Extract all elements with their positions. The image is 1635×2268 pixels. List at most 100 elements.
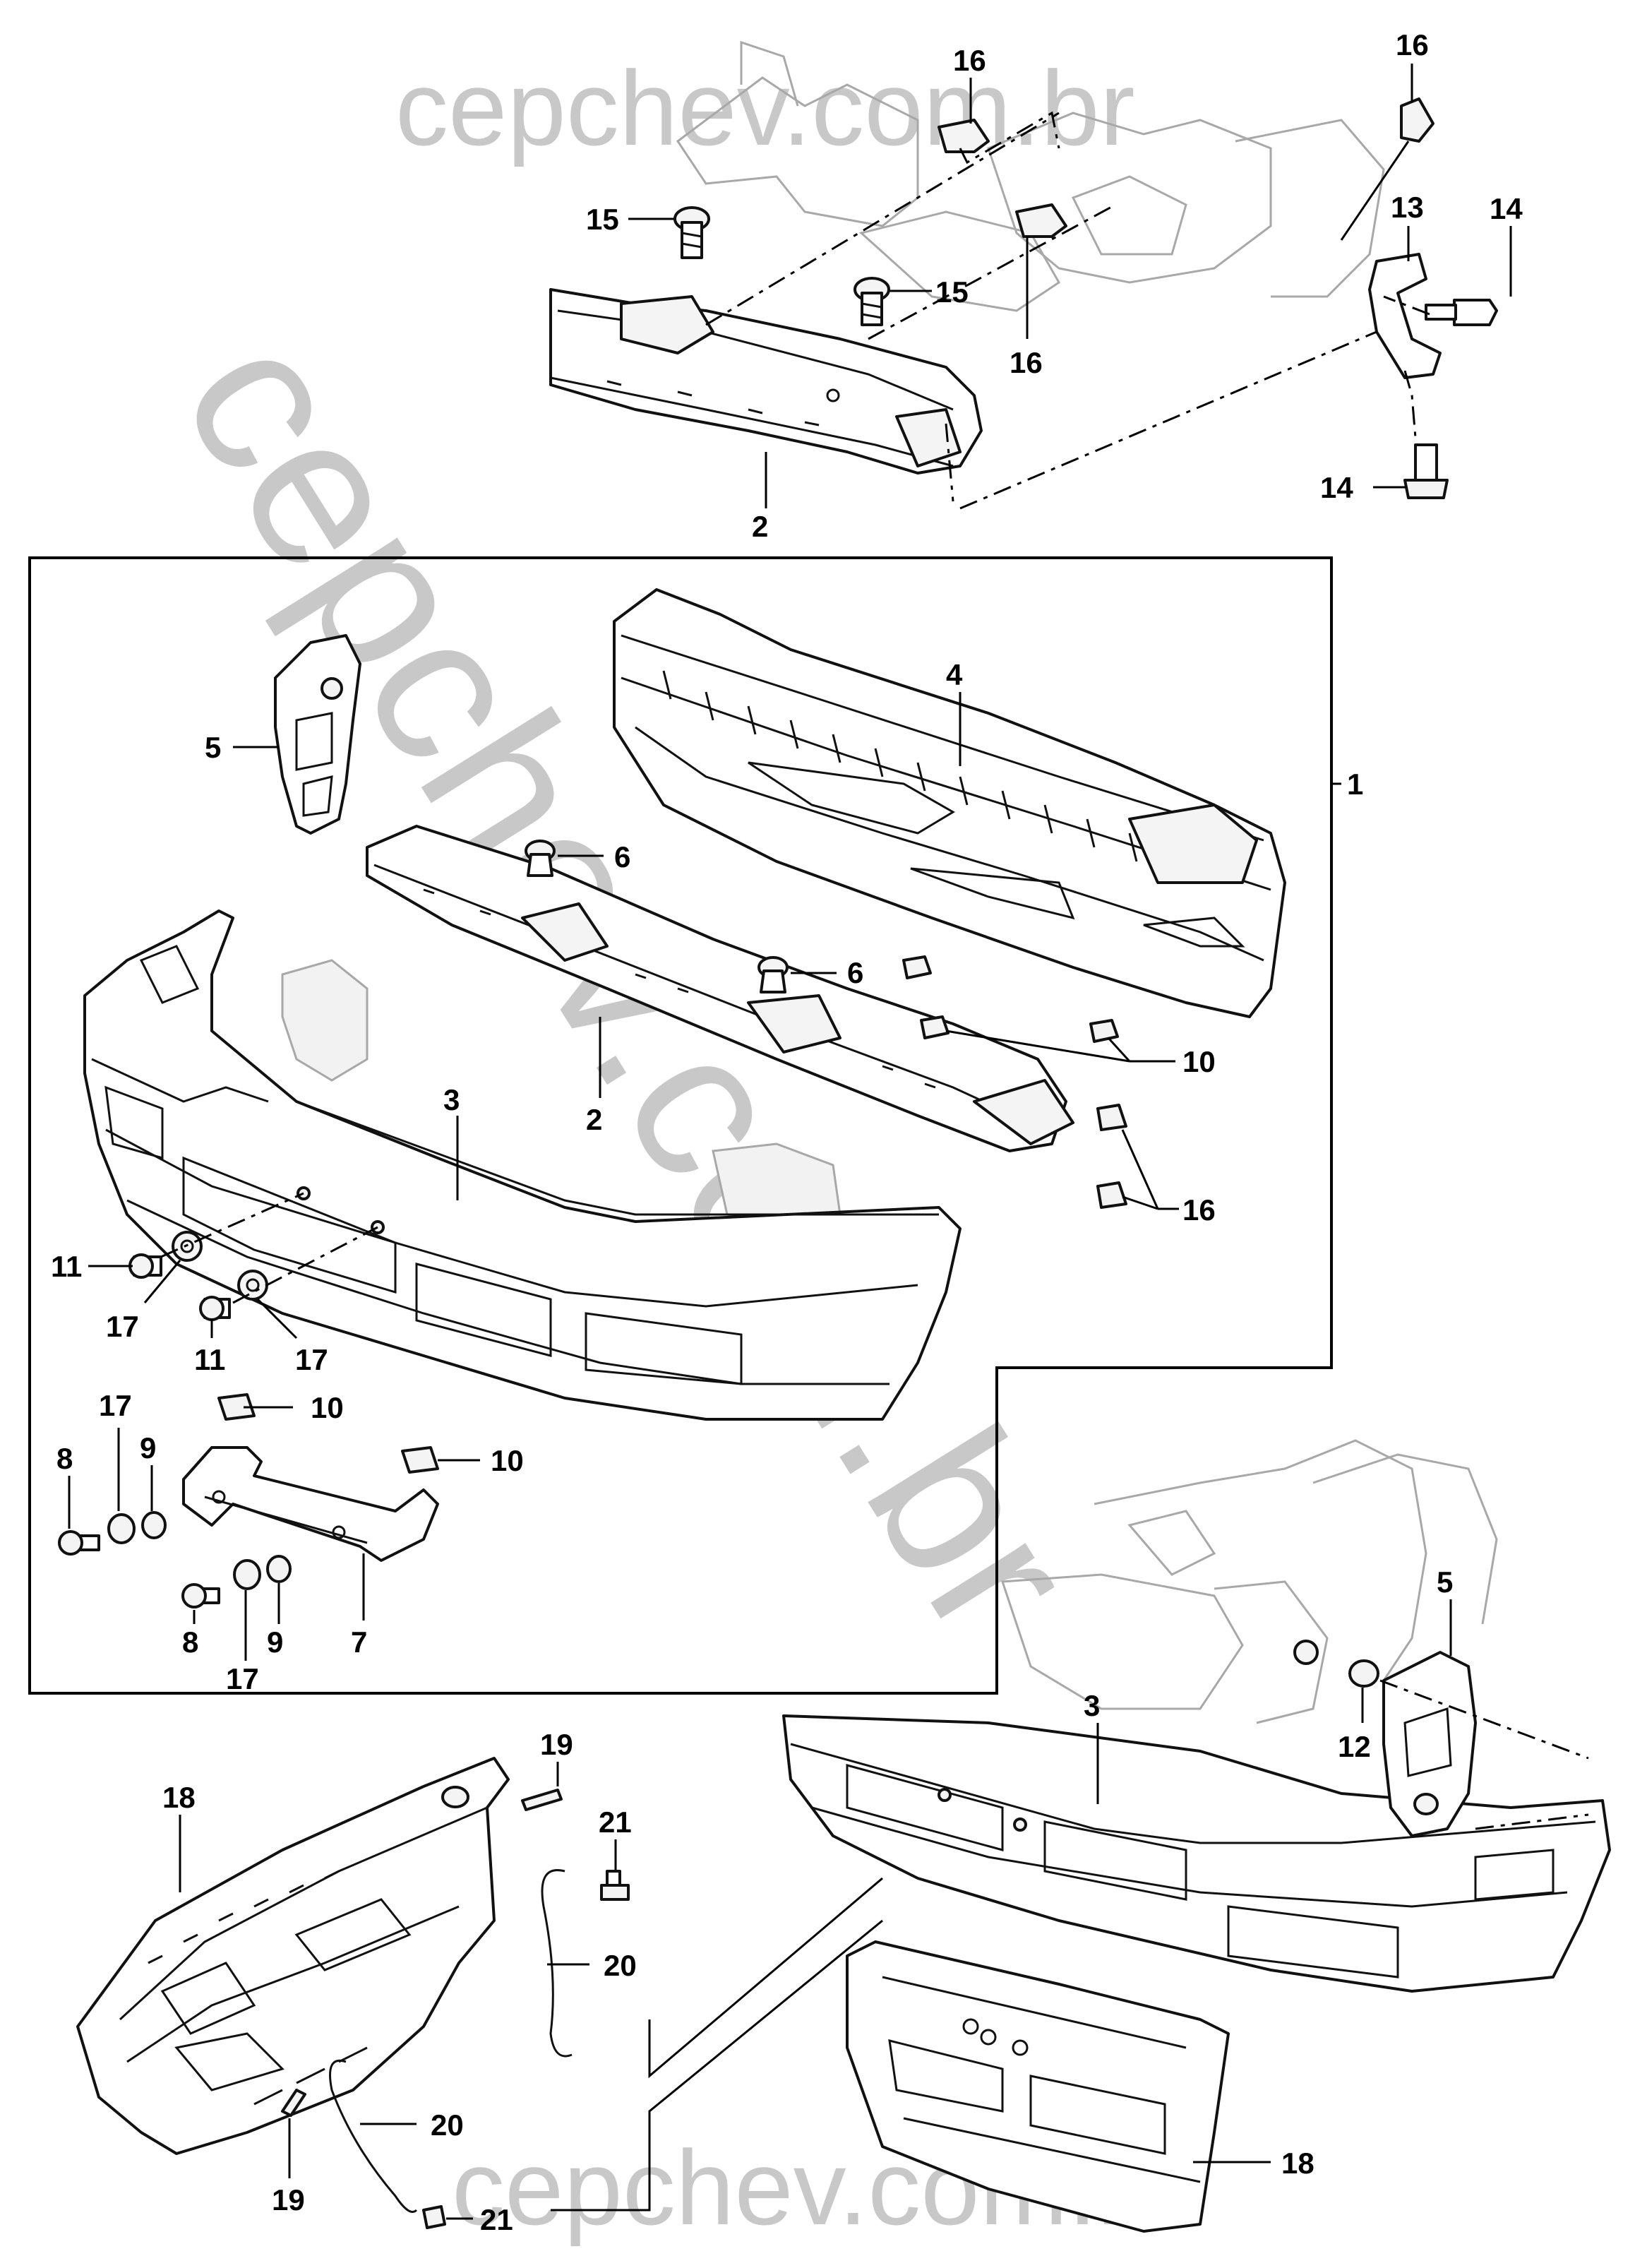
screw-11-upper bbox=[128, 1253, 162, 1279]
lower-bracket-7 bbox=[182, 1446, 439, 1562]
callout-12: 12 bbox=[1338, 1730, 1371, 1763]
callout-16-top-right: 16 bbox=[1396, 28, 1429, 61]
chassis-ghost-top bbox=[676, 40, 1385, 312]
callout-15-right: 15 bbox=[935, 275, 969, 309]
bracket-13 bbox=[1368, 253, 1442, 379]
bumper-fascia-installed bbox=[782, 1714, 1611, 1993]
callout-2-middle-group: 2 bbox=[586, 1017, 602, 1136]
callout-20-upper: 20 bbox=[604, 1949, 637, 1982]
energy-absorber-4 bbox=[613, 588, 1286, 1018]
lower-grille-18-installed bbox=[846, 1940, 1230, 2233]
assembly-lines-middle bbox=[160, 1192, 378, 1304]
callout-16-top-lower: 16 bbox=[1010, 346, 1043, 379]
strip-19-upper bbox=[521, 1789, 563, 1811]
callout-17-upper: 17 bbox=[106, 1310, 139, 1343]
callout-6-group: 6 6 bbox=[558, 840, 863, 989]
reinforcement-beam-top bbox=[549, 288, 983, 475]
clip-10-bracket-right bbox=[401, 1446, 439, 1474]
callout-2-top: 2 bbox=[752, 510, 768, 543]
trim-20-upper bbox=[541, 1869, 573, 2058]
callout-16-top-center: 16 bbox=[953, 44, 986, 77]
trim-20-lower bbox=[329, 2060, 418, 2213]
clips-16-middle bbox=[1096, 1104, 1127, 1209]
clip-6-a bbox=[525, 840, 556, 877]
clip-16-top-a bbox=[938, 119, 990, 153]
callout-17-bracket-upper: 17 bbox=[99, 1389, 132, 1422]
lower-grille-18-detail bbox=[76, 1757, 510, 2155]
callout-18-right-group: 18 bbox=[1193, 2147, 1314, 2180]
callout-14-right: 14 bbox=[1490, 192, 1523, 225]
callout-21-lower: 21 bbox=[480, 2203, 513, 2236]
callout-19-upper: 19 bbox=[540, 1728, 573, 1761]
fasteners-8-9-17-upper bbox=[58, 1511, 167, 1556]
callout-4: 4 bbox=[946, 658, 963, 691]
bumper-fascia-middle bbox=[83, 909, 962, 1421]
callout-5-left-group: 5 bbox=[205, 731, 279, 764]
callout-18-right: 18 bbox=[1281, 2147, 1314, 2180]
assembly-lines-top bbox=[705, 111, 1430, 510]
washer-17-lower bbox=[237, 1270, 268, 1301]
callout-11-upper: 11 bbox=[51, 1250, 82, 1283]
callout-11-lower: 11 bbox=[194, 1343, 225, 1376]
assembly-frame-1: 1 bbox=[28, 556, 1363, 1695]
callout-10-middle: 10 bbox=[1182, 1045, 1216, 1078]
callout-15-left: 15 bbox=[586, 203, 619, 236]
callout-3-installed: 3 bbox=[1084, 1689, 1100, 1722]
callout-10-middle-group: 10 bbox=[945, 1029, 1216, 1078]
clip-6-b bbox=[757, 956, 789, 993]
callout-6-upper: 6 bbox=[614, 840, 630, 873]
callout-3-middle-group: 3 bbox=[443, 1083, 460, 1200]
callout-10-bracket-right: 10 bbox=[491, 1444, 524, 1477]
callout-13: 13 bbox=[1391, 191, 1424, 224]
callout-19-lower: 19 bbox=[272, 2183, 305, 2216]
clip-16-top-b bbox=[1015, 203, 1067, 238]
callout-8-upper: 8 bbox=[56, 1442, 73, 1475]
callout-3-middle: 3 bbox=[443, 1083, 460, 1116]
strip-19-lower bbox=[281, 2089, 306, 2117]
screw-15-top-right bbox=[854, 277, 890, 326]
clips-10-middle bbox=[902, 955, 1119, 1043]
callout-16-middle-group: 16 bbox=[1121, 1129, 1216, 1226]
assembly-lines-bottom bbox=[551, 1877, 883, 2212]
callout-17-lower: 17 bbox=[295, 1343, 328, 1376]
screw-21-upper bbox=[600, 1870, 630, 1901]
callout-9-upper: 9 bbox=[140, 1431, 156, 1464]
fasteners-8-9-17-lower bbox=[181, 1555, 292, 1609]
callout-20-lower: 20 bbox=[431, 2108, 464, 2142]
callout-8-lower: 8 bbox=[182, 1625, 198, 1659]
bolt-14-horizontal bbox=[1425, 299, 1498, 326]
screw-21-lower bbox=[422, 2205, 446, 2229]
watermark-top: cepchev.com.br bbox=[395, 49, 1135, 167]
callout-16-middle: 16 bbox=[1182, 1193, 1216, 1226]
callouts-11-17: 11 17 11 17 bbox=[51, 1250, 328, 1376]
callout-14-bottom: 14 bbox=[1320, 471, 1353, 504]
callout-1: 1 bbox=[1347, 768, 1363, 801]
callout-18-left-group: 18 bbox=[162, 1781, 196, 1892]
callout-9-lower: 9 bbox=[267, 1625, 283, 1659]
bolt-14-vertical bbox=[1403, 443, 1449, 499]
callout-7: 7 bbox=[351, 1625, 367, 1659]
vehicle-ghost-bottom-right bbox=[1000, 1439, 1498, 1724]
callout-2-middle: 2 bbox=[586, 1103, 602, 1136]
callout-5-left: 5 bbox=[205, 731, 221, 764]
callout-6-lower: 6 bbox=[847, 956, 863, 989]
callout-21-upper: 21 bbox=[599, 1806, 632, 1839]
reinforcement-beam-middle bbox=[366, 825, 1074, 1152]
callouts-installed: 5 12 bbox=[1338, 1565, 1453, 1763]
callouts-bracket-area: 10 10 8 17 9 8 17 9 7 bbox=[56, 1389, 524, 1695]
side-bracket-5-left bbox=[274, 634, 361, 835]
screw-15-top-left bbox=[673, 206, 710, 259]
callout-10-bracket-left: 10 bbox=[311, 1391, 344, 1424]
callout-17-bracket-lower: 17 bbox=[226, 1662, 259, 1695]
clip-10-bracket-left bbox=[217, 1393, 256, 1421]
spacer-12 bbox=[1293, 1640, 1589, 1830]
callouts-19-20-21: 19 19 20 20 21 21 bbox=[272, 1728, 637, 2236]
callout-18-left: 18 bbox=[162, 1781, 196, 1814]
callout-4-group: 4 bbox=[946, 658, 963, 766]
screw-11-lower bbox=[199, 1296, 231, 1321]
clip-16-top-right bbox=[1400, 97, 1435, 143]
side-bracket-5-installed bbox=[1382, 1651, 1477, 1837]
callout-5-installed: 5 bbox=[1437, 1565, 1453, 1599]
callout-3-installed-group: 3 bbox=[1084, 1689, 1100, 1804]
